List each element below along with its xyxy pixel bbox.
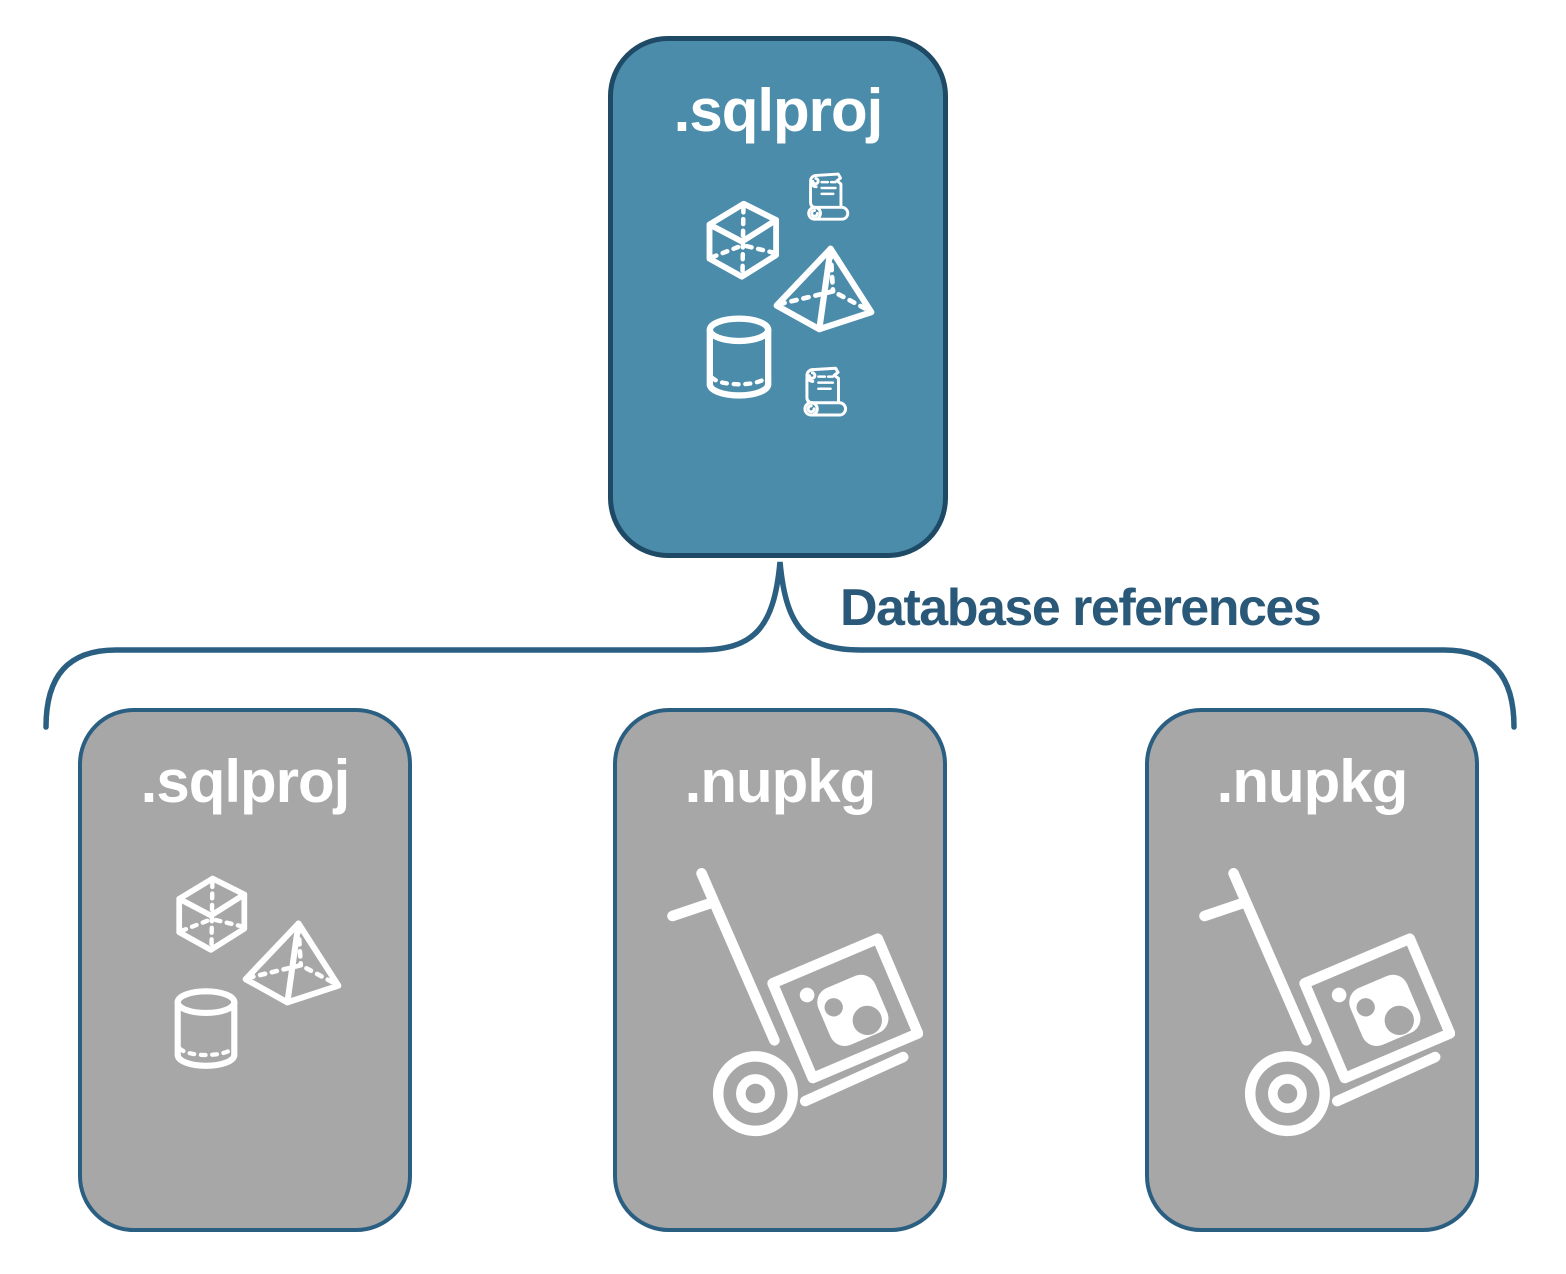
package-dolly-icon (1199, 862, 1455, 1141)
script-scroll-icon (800, 169, 854, 225)
cylinder-icon (172, 988, 240, 1071)
cylinder-icon (704, 315, 774, 401)
child-card-nupkg-1: .nupkg (613, 708, 947, 1232)
child-card-nupkg-2: .nupkg (1145, 708, 1479, 1232)
root-card-sqlproj: .sqlproj (608, 36, 948, 558)
root-card-title: .sqlproj (673, 77, 884, 144)
pyramid-icon (771, 243, 877, 334)
child-card-title: .nupkg (684, 748, 877, 815)
child-card-title: .nupkg (1216, 748, 1409, 815)
package-dolly-icon (667, 862, 923, 1141)
child-card-title: .sqlproj (140, 748, 351, 815)
child-card-sqlproj: .sqlproj (78, 708, 412, 1232)
pyramid-icon (240, 918, 344, 1007)
script-scroll-icon (796, 363, 852, 421)
connector-label: Database references (840, 579, 1322, 637)
